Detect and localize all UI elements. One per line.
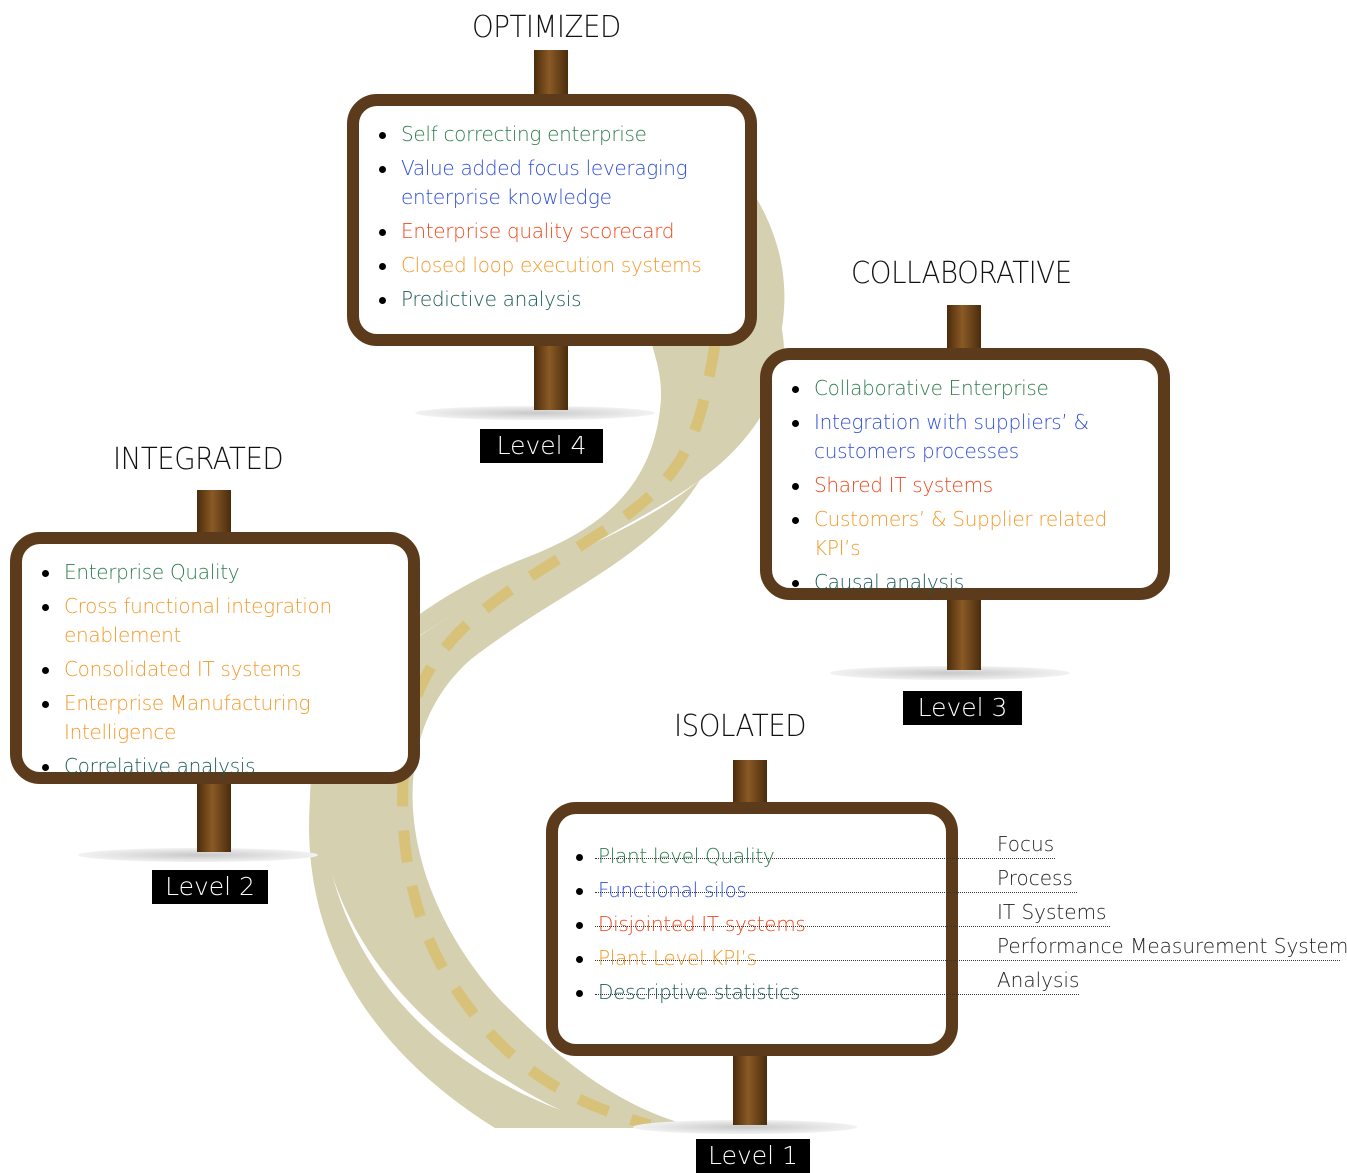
list-item: Self correcting enterprise <box>375 120 733 149</box>
leader-line-analysis <box>595 994 1079 995</box>
title-collaborative: COLLABORATIVE <box>851 256 1072 291</box>
list-item: Causal analysis <box>788 568 1158 597</box>
level-label-1: Level 1 <box>696 1139 810 1173</box>
list-item: Closed loop execution systems <box>375 251 733 280</box>
list-item: Disjointed IT systems <box>572 910 946 939</box>
leader-line-focus <box>595 858 1055 859</box>
category-focus: Focus <box>997 832 1055 856</box>
level-label-2: Level 2 <box>152 870 268 904</box>
list-item: Descriptive statistics <box>572 978 946 1007</box>
list-item: Integration with suppliers’ & customers … <box>788 408 1158 466</box>
post-shadow-level2 <box>78 848 318 862</box>
list-item: Enterprise Manufacturing Intelligence <box>38 689 408 747</box>
title-optimized: OPTIMIZED <box>472 10 621 45</box>
category-performance-measurement: Performance Measurement Systems <box>997 934 1347 958</box>
list-item: Customers’ & Supplier related KPI’s <box>788 505 1158 563</box>
post-shadow-level4 <box>415 406 655 420</box>
category-process: Process <box>997 866 1073 890</box>
road-body <box>309 275 784 1128</box>
level-label-3: Level 3 <box>903 691 1022 725</box>
category-it-systems: IT Systems <box>997 900 1107 924</box>
post-shadow-level1 <box>633 1120 857 1134</box>
list-item: Plant level Quality <box>572 842 946 871</box>
list-item: Functional silos <box>572 876 946 905</box>
list-item: Correlative analysis <box>38 752 408 781</box>
list-item: Enterprise Quality <box>38 558 408 587</box>
leader-line-performance <box>595 960 1340 961</box>
leader-line-it-systems <box>595 926 1110 927</box>
category-analysis: Analysis <box>997 968 1080 992</box>
list-item: Enterprise quality scorecard <box>375 217 733 246</box>
list-item: Consolidated IT systems <box>38 655 408 684</box>
post-shadow-level3 <box>830 666 1070 680</box>
list-item: Collaborative Enterprise <box>788 374 1158 403</box>
list-item: Shared IT systems <box>788 471 1158 500</box>
list-item: Predictive analysis <box>375 285 733 314</box>
title-isolated: ISOLATED <box>674 709 807 744</box>
leader-line-process <box>595 892 1077 893</box>
list-item: Value added focus leveraging enterprise … <box>375 154 733 212</box>
list-item: Cross functional integration enablement <box>38 592 408 650</box>
title-integrated: INTEGRATED <box>113 442 284 477</box>
level-label-4: Level 4 <box>480 429 603 463</box>
list-item: Plant Level KPI’s <box>572 944 946 973</box>
